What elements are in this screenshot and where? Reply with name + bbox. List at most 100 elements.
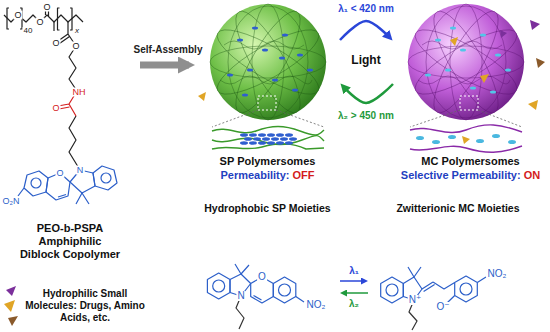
atom-label: NO₂ xyxy=(487,269,508,279)
atom-label: O xyxy=(257,272,267,282)
mc-polymersome xyxy=(425,74,431,77)
sp-polymersome xyxy=(247,69,253,72)
atom-label: NH xyxy=(72,88,87,97)
sp-polymersome xyxy=(225,4,311,120)
mc-polymersome xyxy=(450,37,458,46)
mc-polymersome xyxy=(460,96,478,110)
sp-polymersome xyxy=(210,4,326,120)
sp-membrane-inset xyxy=(253,137,261,141)
sp-membrane-inset xyxy=(212,127,324,136)
wavelength-label: λ₁ xyxy=(348,266,360,276)
sp-membrane-inset xyxy=(267,133,275,137)
sp-polymersome xyxy=(225,4,311,120)
small-molecule-shards xyxy=(8,316,18,326)
sp-membrane-inset xyxy=(262,137,270,141)
copolymer-structure xyxy=(58,195,66,198)
mc-polymersome xyxy=(408,19,524,105)
wavelength-label: λ₂ xyxy=(348,299,360,309)
sp-membrane-inset xyxy=(240,141,248,145)
mc-polymersome xyxy=(408,4,524,120)
sp-polymersome xyxy=(228,6,308,118)
sp-polymersome xyxy=(210,46,326,78)
mc-membrane-inset xyxy=(432,140,440,144)
copolymer-structure xyxy=(18,166,117,204)
sp-polymersome xyxy=(282,34,288,37)
panel-title: Hydrophobic SP Moieties xyxy=(195,202,340,215)
copolymer-structure xyxy=(24,171,48,196)
mc-polymersome xyxy=(425,27,511,94)
sp-membrane-inset xyxy=(271,137,279,141)
sp-membrane-inset xyxy=(258,141,266,145)
sp-membrane-inset xyxy=(212,144,324,149)
panel-subtitle: Permeability: OFF xyxy=(195,169,340,182)
sp-polymersome xyxy=(258,96,276,110)
sp-membrane-inset xyxy=(244,137,252,141)
atom-label: O xyxy=(13,11,22,20)
mc-membrane-inset xyxy=(462,136,470,144)
sp-structure xyxy=(213,280,225,292)
small-molecule-shards xyxy=(6,286,16,296)
light-arrow xyxy=(342,292,368,294)
sp-membrane-inset xyxy=(289,137,297,141)
permeability-state: OFF xyxy=(293,169,315,181)
mc-structure xyxy=(455,276,478,302)
sp-membrane-inset xyxy=(240,133,248,137)
panel-title: SP Polymersomes xyxy=(195,155,340,168)
copolymer-structure xyxy=(69,46,77,91)
mc-polymersome xyxy=(480,34,486,37)
sp-structure xyxy=(273,277,296,303)
sp-polymersome xyxy=(252,27,258,30)
sp-polymersome xyxy=(297,54,303,57)
mc-membrane-inset xyxy=(410,125,522,152)
mc-polymersome xyxy=(435,39,441,42)
mc-polymersome xyxy=(422,41,502,49)
sp-polymersome xyxy=(210,19,326,105)
mc-structure xyxy=(381,267,486,330)
atom-label: O xyxy=(42,3,51,12)
sp-membrane-inset xyxy=(212,127,324,150)
copolymer-structure xyxy=(69,116,80,170)
mc-polymersome xyxy=(423,4,509,120)
polymersome-panel: MC PolymersomesSelective Permeability: O… xyxy=(393,0,548,185)
mc-polymersome xyxy=(500,30,507,38)
sp-membrane-inset xyxy=(276,133,284,137)
small-molecule-shards xyxy=(528,100,538,110)
moiety-panel: Hydrophobic SP Moieties xyxy=(195,198,340,332)
mc-membrane-inset xyxy=(416,136,424,140)
copolymer-structure xyxy=(7,8,72,30)
sp-membrane-inset xyxy=(249,141,257,145)
sp-polymersome xyxy=(212,110,324,127)
sp-polymersome xyxy=(227,74,233,77)
sp-polymersome xyxy=(279,57,285,60)
mc-membrane-inset xyxy=(410,125,522,133)
copolymer-structure xyxy=(76,193,89,204)
mc-membrane-inset xyxy=(410,125,522,152)
sp-polymersome xyxy=(210,4,326,127)
sp-polymersome xyxy=(272,79,278,82)
sp-membrane-inset xyxy=(212,127,324,150)
mc-structure xyxy=(381,277,404,303)
mc-polymersome xyxy=(445,69,451,72)
atom-label: O xyxy=(71,42,80,51)
permeability-state: ON xyxy=(524,169,541,181)
mc-polymersome xyxy=(460,49,466,52)
small-molecule-shards xyxy=(198,92,206,101)
light-arrow xyxy=(140,62,189,69)
sp-polymersome xyxy=(252,4,284,120)
mc-polymersome xyxy=(410,110,522,127)
sp-polymersome xyxy=(237,39,243,42)
sp-structure xyxy=(279,284,291,296)
atom-label: O xyxy=(55,169,64,178)
wavelength-label: λ₁ < 420 nm xyxy=(337,4,395,14)
small-molecule-shards xyxy=(530,20,540,30)
sp-membrane-inset xyxy=(267,141,275,145)
wavelength-label: λ₂ > 450 nm xyxy=(337,111,395,121)
moiety-panel: Zwitterionic MC Moieties xyxy=(368,198,548,332)
mc-polymersome xyxy=(490,91,496,94)
sp-polymersome xyxy=(292,89,298,92)
sp-membrane-inset xyxy=(280,137,288,141)
light-arrow xyxy=(343,84,393,103)
small-molecule-shards xyxy=(4,300,15,312)
mc-polymersome xyxy=(505,69,511,72)
